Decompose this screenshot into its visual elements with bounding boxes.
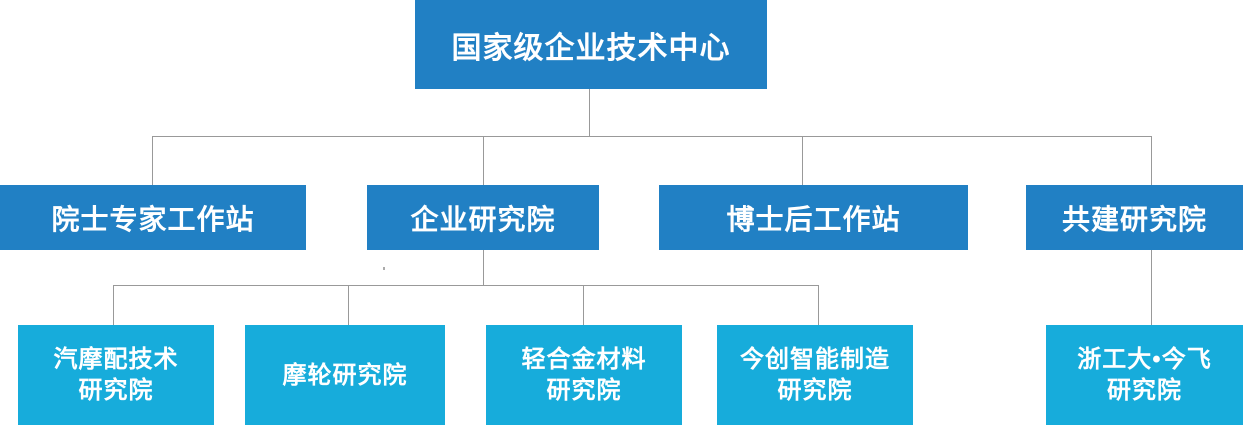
node-label-line1: 摩轮研究院 [282, 361, 408, 389]
connector-level3-rail [113, 285, 819, 286]
node-wheel-research-institute: 摩轮研究院 [245, 325, 445, 425]
node-label-line1: 汽摩配技术 [53, 346, 179, 373]
artifact-dot [383, 267, 385, 270]
node-label: 共建研究院 [1061, 203, 1207, 235]
connector-drop-light-alloy [583, 285, 584, 325]
connector-drop-postdoc [802, 136, 803, 185]
node-label: 院士专家工作站 [51, 203, 255, 235]
connector-drop-academician [152, 136, 153, 185]
node-zjut-jinfei-institute: 浙工大•今飞 研究院 [1046, 325, 1243, 425]
node-label: 国家级企业技术中心 [451, 31, 731, 65]
connector-joint-stem [1151, 250, 1152, 325]
node-joint-research-institute: 共建研究院 [1026, 185, 1243, 250]
node-label-line2: 研究院 [78, 377, 154, 404]
node-label: 企业研究院 [410, 203, 556, 235]
node-enterprise-research-institute: 企业研究院 [367, 185, 599, 250]
connector-level2-rail [152, 136, 1152, 137]
connector-enterprise-stem [483, 250, 484, 285]
node-label-line1: 浙工大•今飞 [1077, 346, 1212, 373]
node-auto-moto-parts-tech-institute: 汽摩配技术 研究院 [18, 325, 214, 425]
node-label: 博士后工作站 [726, 203, 901, 235]
node-academician-expert-workstation: 院士专家工作站 [0, 185, 306, 250]
connector-drop-wheel [348, 285, 349, 325]
connector-drop-jinchuang [818, 285, 819, 325]
connector-drop-auto-moto [113, 285, 114, 325]
node-label-line1: 轻合金材料 [521, 346, 647, 373]
node-label-line2: 研究院 [546, 377, 622, 404]
node-postdoc-workstation: 博士后工作站 [659, 185, 968, 250]
node-light-alloy-materials-institute: 轻合金材料 研究院 [486, 325, 682, 425]
connector-drop-enterprise [483, 136, 484, 185]
node-jinchuang-intelligent-mfg-institute: 今创智能制造 研究院 [717, 325, 913, 425]
connector-drop-joint [1151, 136, 1152, 185]
connector-root-drop [589, 89, 590, 136]
node-label-line2: 研究院 [1107, 377, 1182, 404]
node-label-line2: 研究院 [777, 377, 853, 404]
node-national-enterprise-tech-center: 国家级企业技术中心 [415, 0, 767, 89]
node-label-line1: 今创智能制造 [740, 346, 890, 373]
